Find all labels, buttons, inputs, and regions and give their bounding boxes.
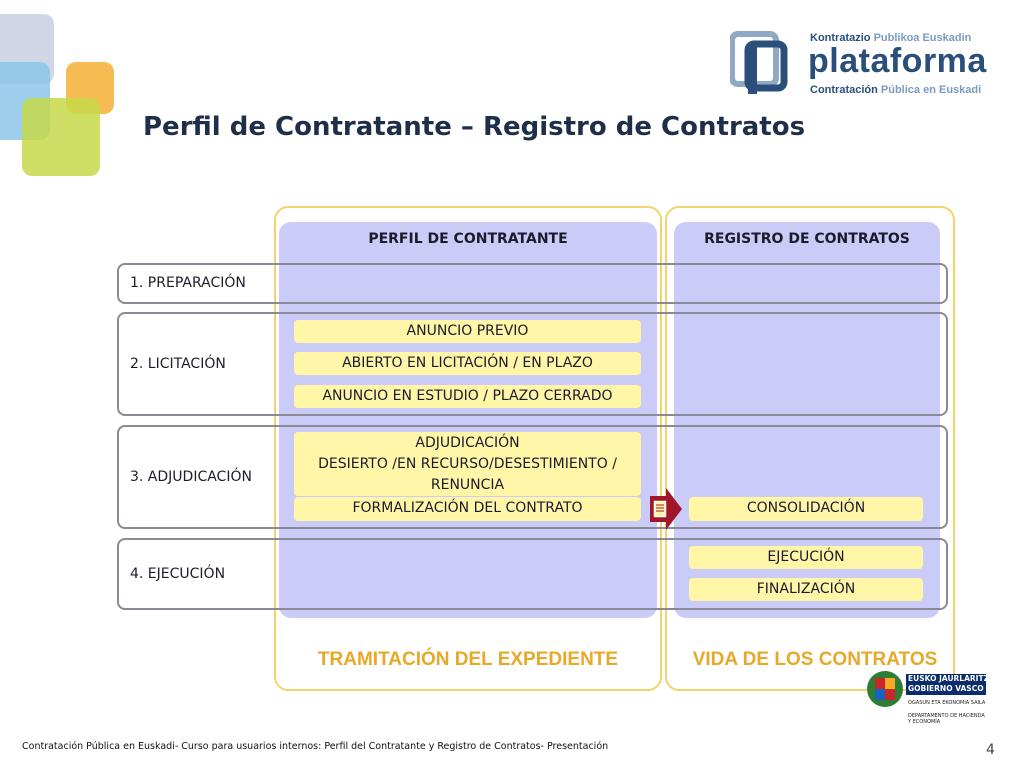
state-adjudicacion: ADJUDICACIÓN [415, 435, 520, 451]
gobierno-vasco-logo: EUSKO JAURLARITZA GOBIERNO VASCO OGASUN … [866, 670, 996, 732]
transfer-arrow-icon [650, 488, 682, 530]
state-consolidacion: CONSOLIDACIÓN [689, 497, 923, 521]
state-finalizacion: FINALIZACIÓN [689, 578, 923, 601]
footer-text: Contratación Pública en Euskadi- Curso p… [22, 741, 609, 752]
phase-row-adjudicacion [117, 425, 948, 529]
phase-row-licitacion [117, 312, 948, 416]
state-adjudicacion-group: ADJUDICACIÓN DESIERTO /EN RECURSO/DESEST… [294, 432, 641, 496]
decor-square-green [22, 98, 100, 176]
logo-line3: Contratación Pública en Euskadi [810, 84, 982, 96]
registro-column-frame [665, 206, 955, 691]
plataforma-p-icon [730, 31, 788, 94]
phase-label-adjudicacion: 3. ADJUDICACIÓN [130, 469, 252, 485]
state-formalizacion: FORMALIZACIÓN DEL CONTRATO [294, 497, 641, 521]
perfil-column-header: PERFIL DE CONTRATANTE [368, 231, 568, 247]
gov-line2: GOBIERNO VASCO [908, 684, 984, 693]
state-anuncio-estudio: ANUNCIO EN ESTUDIO / PLAZO CERRADO [294, 385, 641, 408]
perfil-column-caption: TRAMITACIÓN DEL EXPEDIENTE [317, 649, 619, 670]
phase-label-ejecucion: 4. EJECUCIÓN [130, 566, 226, 582]
phase-label-preparacion: 1. PREPARACIÓN [130, 275, 246, 291]
page-number: 4 [986, 742, 995, 758]
phase-row-preparacion [117, 263, 948, 304]
state-ejecucion: EJECUCIÓN [689, 546, 923, 569]
phase-row-ejecucion [117, 538, 948, 610]
phase-label-licitacion: 2. LICITACIÓN [130, 356, 226, 372]
gov-line1: EUSKO JAURLARITZA [908, 674, 995, 683]
registro-column-caption: VIDA DE LOS CONTRATOS [692, 649, 938, 670]
page-title: Perfil de Contratante – Registro de Cont… [143, 112, 806, 142]
perfil-column-frame [274, 206, 662, 691]
registro-column-header: REGISTRO DE CONTRATOS [704, 231, 910, 247]
plataforma-logo: Kontratazio Publikoa Euskadin plataforma… [730, 30, 986, 100]
perfil-column-fill [279, 222, 657, 618]
state-desierto: DESIERTO /EN RECURSO/DESESTIMIENTO / REN… [318, 456, 617, 493]
state-abierto-licitacion: ABIERTO EN LICITACIÓN / EN PLAZO [294, 352, 641, 375]
gov-dept1: OGASUN ETA EKONOMIA SAILA [908, 700, 986, 706]
coat-of-arms-icon [867, 671, 903, 707]
state-anuncio-previo: ANUNCIO PREVIO [294, 320, 641, 343]
gov-dept2: DEPARTAMENTO DE HACIENDA Y ECONOMÍA [908, 713, 985, 725]
logo-main: plataforma [808, 42, 987, 80]
logo-line1: Kontratazio Publikoa Euskadin [810, 32, 972, 44]
gov-badge [906, 674, 986, 695]
